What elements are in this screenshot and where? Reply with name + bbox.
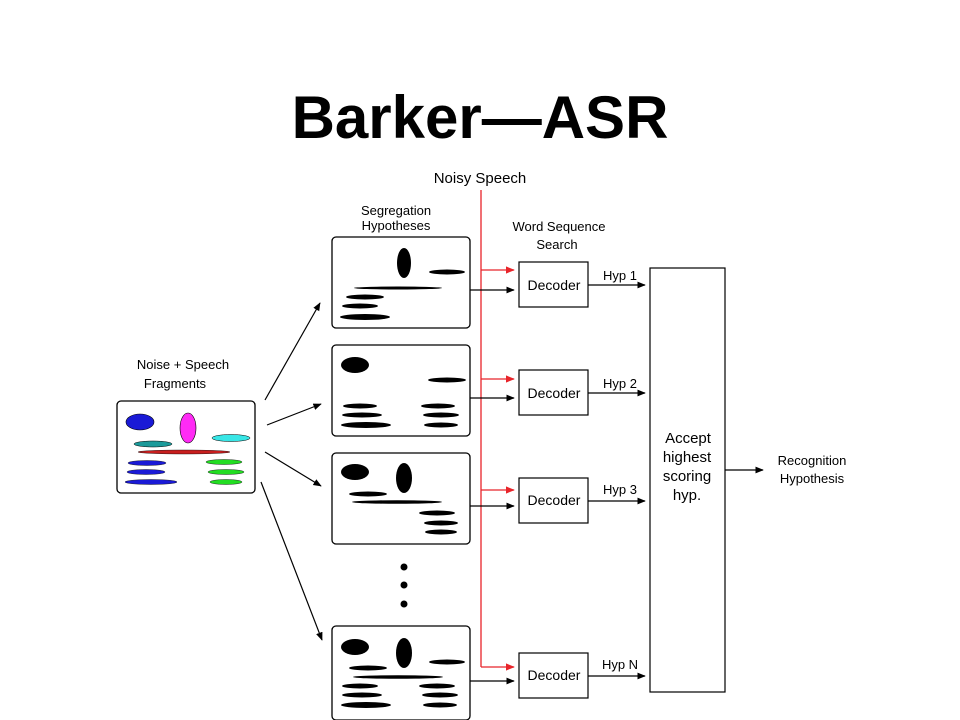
fragment-blue-band-3 <box>124 479 178 485</box>
hypothesis-to-decoder-arrows <box>470 286 515 685</box>
fragment-blue-blob <box>125 413 155 431</box>
fragments-label-line1: Noise + Speech <box>137 357 229 372</box>
decoder-n: Decoder <box>518 652 589 699</box>
accept-line-1: Accept <box>665 430 712 447</box>
accept-line-2: highest <box>663 449 712 466</box>
fragment-green-band-3 <box>209 479 243 485</box>
ellipsis-dots <box>400 563 408 608</box>
segregation-label-line1: Segregation <box>361 203 431 218</box>
output-label-line2: Hypothesis <box>780 471 845 486</box>
fragments-label-line2: Fragments <box>144 376 207 391</box>
hypothesis-box-2 <box>331 344 471 437</box>
fragments-box <box>116 400 256 494</box>
noisy-speech-label: Noisy Speech <box>434 170 527 187</box>
fragment-green-band-2 <box>207 469 245 475</box>
decoder-output-arrows <box>588 281 646 680</box>
fragment-blue-band-2 <box>126 469 166 475</box>
fragment-teal-band <box>133 440 173 448</box>
fragment-arrows <box>260 302 323 641</box>
hyp-3-label: Hyp 3 <box>603 482 637 497</box>
decoder-1: Decoder <box>518 261 589 308</box>
word-search-label-line2: Search <box>536 237 577 252</box>
hypothesis-box-n <box>331 625 471 720</box>
decoder-2: Decoder <box>518 369 589 416</box>
hypothesis-box-1 <box>331 236 471 329</box>
hyp-n-label: Hyp N <box>602 657 638 672</box>
fragment-red-line <box>137 449 231 455</box>
decoder-2-label: Decoder <box>528 385 581 401</box>
fragment-magenta-blob <box>179 412 197 444</box>
fragment-blue-band-1 <box>127 460 167 466</box>
accept-line-4: hyp. <box>673 487 701 504</box>
decoder-3-label: Decoder <box>528 492 581 508</box>
fragment-green-band-1 <box>205 459 243 465</box>
hyp-2-label: Hyp 2 <box>603 376 637 391</box>
hyp-1-label: Hyp 1 <box>603 268 637 283</box>
accept-line-3: scoring <box>663 468 711 485</box>
decoder-1-label: Decoder <box>528 277 581 293</box>
decoder-3: Decoder <box>518 477 589 524</box>
output-label-line1: Recognition <box>778 453 847 468</box>
word-search-label-line1: Word Sequence <box>513 219 606 234</box>
fragment-cyan-band <box>211 434 251 442</box>
hypothesis-box-3 <box>331 452 471 545</box>
decoder-n-label: Decoder <box>528 667 581 683</box>
noisy-speech-line <box>480 190 515 671</box>
slide-title: Barker—ASR <box>291 84 669 151</box>
accept-box: Accept highest scoring hyp. <box>649 267 726 693</box>
segregation-label-line2: Hypotheses <box>362 218 431 233</box>
